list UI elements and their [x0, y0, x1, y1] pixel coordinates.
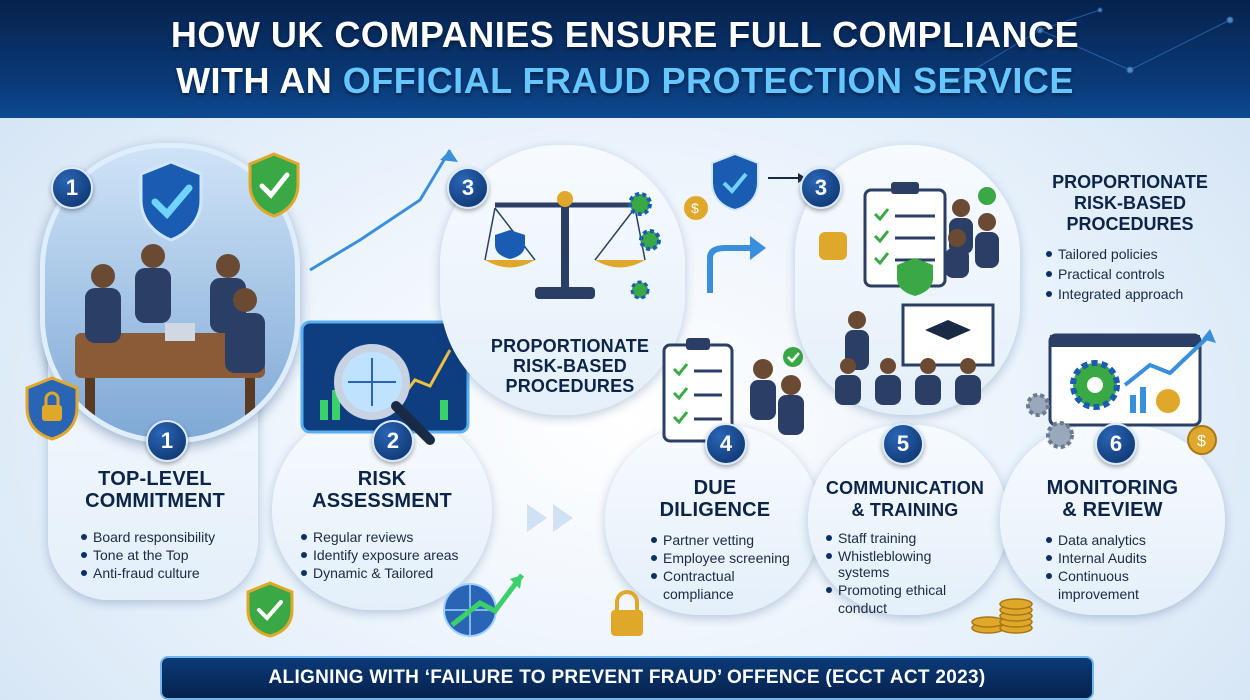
step-1-badge: 1	[146, 420, 188, 462]
step-6-title-line-2: & REVIEW	[1062, 499, 1163, 521]
step-1-title-line-1: TOP-LEVEL	[98, 468, 212, 490]
step-2-title-line-2: ASSESSMENT	[312, 490, 452, 512]
step-6-title: MONITORING & REVIEW	[1010, 477, 1215, 521]
list-item: Contractual	[650, 567, 815, 585]
step-5-title: COMMUNICATION & TRAINING	[805, 477, 1005, 521]
step-3-title-line-1: PROPORTIONATE	[490, 336, 650, 356]
title-line-2: WITH AN OFFICIAL FRAUD PROTECTION SERVIC…	[0, 60, 1250, 102]
step-2-badge: 2	[372, 420, 414, 462]
step-2-bullets: Regular reviews Identify exposure areas …	[300, 528, 490, 582]
step-5-top-badge: 3	[800, 167, 842, 209]
clipboard-team-icon	[662, 338, 804, 443]
list-item: Dynamic & Tailored	[300, 564, 490, 582]
side-panel-title-line-2: RISK-BASED	[1073, 193, 1186, 213]
step-3-title-line-2: RISK-BASED	[512, 356, 627, 376]
shield-check-icon: $	[684, 152, 806, 220]
step-5-title-line-2: & TRAINING	[851, 500, 959, 520]
title-line-2-prefix: WITH AN	[176, 60, 343, 101]
step-2-title-line-1: RISK	[357, 468, 407, 490]
list-item: Continuous	[1045, 567, 1215, 585]
step-5-title-line-1: COMMUNICATION	[825, 478, 985, 498]
step-6-bullets: Data analytics Internal Audits Continuou…	[1045, 531, 1215, 603]
step-4-title-line-2: DILIGENCE	[659, 499, 771, 521]
list-item: Identify exposure areas	[300, 546, 490, 564]
list-item: Board responsibility	[80, 528, 255, 546]
list-item: Anti-fraud culture	[80, 564, 255, 582]
list-item: improvement	[1058, 586, 1139, 602]
green-shield-icon	[246, 581, 294, 638]
shield-check-icon	[139, 160, 203, 242]
side-panel-bullets: Tailored policies Practical controls Int…	[1045, 245, 1235, 303]
footer-banner: ALIGNING WITH ‘FAILURE TO PREVENT FRAUD’…	[160, 656, 1094, 700]
network-lines-decoration	[939, 7, 1234, 91]
list-item: Integrated approach	[1045, 285, 1235, 303]
step-1-title: TOP-LEVEL COMMITMENT	[60, 468, 250, 512]
magnifier-dashboard-icon	[300, 320, 470, 445]
list-item: Internal Audits	[1045, 549, 1215, 567]
chevron-right-icon	[527, 504, 573, 532]
step-1-top-badge: 1	[51, 167, 93, 209]
step-1-title-line-2: COMMITMENT	[85, 490, 225, 512]
list-item: Tone at the Top	[80, 546, 255, 564]
step-4-badge: 4	[705, 423, 747, 465]
side-panel-title-line-3: PROCEDURES	[1066, 214, 1194, 234]
step-2-title: RISK ASSESSMENT	[282, 468, 482, 512]
title-line-1: HOW UK COMPANIES ENSURE FULL COMPLIANCE	[170, 14, 1080, 55]
step-3-title-line-3: PROCEDURES	[505, 376, 635, 396]
trend-arrow-decoration	[309, 149, 458, 272]
side-panel-title-line-1: PROPORTIONATE	[1052, 172, 1208, 192]
globe-growth-icon	[443, 573, 524, 637]
list-item: Staff training	[825, 529, 1000, 547]
list-item: Data analytics	[1045, 531, 1215, 549]
step-4-bullets: Partner vetting Employee screening Contr…	[650, 531, 815, 603]
list-item: Employee screening	[650, 549, 815, 567]
checklist-training-icon	[819, 182, 999, 405]
list-item: compliance	[663, 586, 734, 602]
step-5-bullets: Staff training Whistleblowing systems Pr…	[825, 529, 1000, 617]
svg-text:$: $	[691, 200, 699, 216]
step-3-badge: 3	[447, 167, 489, 209]
step-4-title-line-1: DUE	[693, 477, 737, 499]
list-item: Partner vetting	[650, 531, 815, 549]
list-item: Regular reviews	[300, 528, 490, 546]
gear-icon	[628, 192, 661, 300]
list-item: Practical controls	[1045, 265, 1235, 283]
list-item: systems	[838, 564, 890, 580]
step-1-bullets: Board responsibility Tone at the Top Ant…	[80, 528, 255, 582]
step-4-title: DUE DILIGENCE	[630, 477, 800, 521]
scales-icon	[484, 191, 646, 299]
svg-text:$: $	[1197, 433, 1206, 450]
monitoring-dashboard-icon: $	[1026, 329, 1217, 455]
step-6-badge: 6	[1095, 423, 1137, 465]
title-highlight: OFFICIAL FRAUD PROTECTION SERVICE	[342, 60, 1074, 101]
curved-arrow-icon	[707, 236, 766, 293]
list-item: conduct	[838, 600, 888, 616]
side-panel-title: PROPORTIONATE RISK-BASED PROCEDURES	[1020, 172, 1240, 235]
list-item: Tailored policies	[1045, 245, 1235, 263]
step-3-title: PROPORTIONATE RISK-BASED PROCEDURES	[470, 336, 670, 396]
padlock-shield-icon	[25, 376, 79, 441]
list-item: Whistleblowing	[825, 547, 1000, 565]
step-6-title-line-1: MONITORING	[1046, 477, 1179, 499]
step-5-badge: 5	[882, 423, 924, 465]
padlock-icon	[611, 590, 643, 636]
header-banner: HOW UK COMPANIES ENSURE FULL COMPLIANCE …	[0, 0, 1250, 118]
list-item: Promoting ethical	[825, 581, 1000, 599]
coin-stack-icon	[971, 598, 1033, 634]
green-shield-icon	[248, 152, 300, 218]
